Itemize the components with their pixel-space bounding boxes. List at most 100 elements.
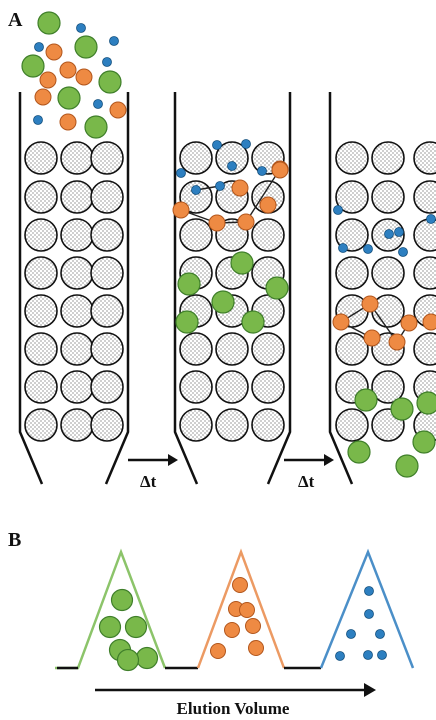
large-particle xyxy=(98,70,122,94)
small-particle xyxy=(227,161,237,171)
column-1-left-wall xyxy=(18,92,44,485)
large-particle xyxy=(74,35,98,59)
column-2-right-wall xyxy=(266,92,292,485)
small-particle xyxy=(394,227,404,237)
bead xyxy=(90,141,124,175)
bead xyxy=(90,218,124,252)
bead xyxy=(251,218,285,252)
bead xyxy=(90,256,124,290)
small-particle xyxy=(241,139,251,149)
bead xyxy=(335,332,369,366)
medium-particle xyxy=(232,577,248,593)
small-particle xyxy=(333,205,343,215)
time-step-2: Δt xyxy=(284,454,334,491)
elution-profile xyxy=(55,548,415,670)
elution-axis: Elution Volume xyxy=(95,683,376,718)
medium-particle xyxy=(332,313,350,331)
time-arrow-1-head xyxy=(168,454,178,466)
medium-particle xyxy=(109,101,127,119)
bead xyxy=(24,332,58,366)
small-particle xyxy=(335,651,345,661)
bead xyxy=(90,332,124,366)
large-particle xyxy=(110,588,134,612)
large-particle xyxy=(175,310,199,334)
large-particle xyxy=(347,440,371,464)
bead xyxy=(371,180,405,214)
large-particle xyxy=(98,615,122,639)
small-particle xyxy=(176,168,186,178)
medium-particle xyxy=(224,622,240,638)
bead xyxy=(413,218,436,252)
medium-particle xyxy=(245,618,261,634)
small-particle xyxy=(363,244,373,254)
bead xyxy=(60,370,94,404)
small-particle xyxy=(191,185,201,195)
bead xyxy=(215,408,249,442)
medium-particle xyxy=(239,602,255,618)
bead xyxy=(335,408,369,442)
bead xyxy=(179,408,213,442)
bead xyxy=(215,332,249,366)
bead xyxy=(371,141,405,175)
medium-particle xyxy=(422,313,436,331)
large-particle xyxy=(211,290,235,314)
small-particle xyxy=(33,115,43,125)
bead xyxy=(24,370,58,404)
time-arrow-2-head xyxy=(324,454,334,466)
bead xyxy=(24,294,58,328)
column-1-right-wall xyxy=(104,92,130,485)
bead xyxy=(60,332,94,366)
small-particle xyxy=(426,214,436,224)
small-particle xyxy=(76,23,86,33)
large-particle xyxy=(416,391,436,415)
medium-particle xyxy=(388,333,406,351)
bead xyxy=(413,141,436,175)
bead xyxy=(335,218,369,252)
small-particle xyxy=(338,243,348,253)
large-particle xyxy=(37,11,61,35)
medium-particle xyxy=(231,179,249,197)
bead xyxy=(90,294,124,328)
medium-particle xyxy=(361,295,379,313)
bead xyxy=(335,180,369,214)
small-particle xyxy=(375,629,385,639)
time-step-1: Δt xyxy=(128,454,178,491)
bead xyxy=(60,408,94,442)
large-particle xyxy=(354,388,378,412)
peak-particles xyxy=(98,577,387,672)
bead xyxy=(179,218,213,252)
elution-volume-label: Elution Volume xyxy=(177,699,290,718)
bead xyxy=(90,370,124,404)
bead xyxy=(24,141,58,175)
bead xyxy=(179,370,213,404)
bead xyxy=(251,332,285,366)
small-particle xyxy=(93,99,103,109)
time-step-2-label: Δt xyxy=(298,472,315,491)
peak-medium xyxy=(196,548,286,669)
medium-particle xyxy=(271,161,289,179)
large-particle xyxy=(124,615,148,639)
small-particle xyxy=(398,247,408,257)
bead xyxy=(335,141,369,175)
panel-b-label: B xyxy=(8,529,21,551)
medium-particle xyxy=(75,68,93,86)
bead xyxy=(179,332,213,366)
medium-particle xyxy=(59,61,77,79)
small-particle xyxy=(34,42,44,52)
small-particle xyxy=(215,181,225,191)
small-particle xyxy=(109,36,119,46)
small-particle xyxy=(384,229,394,239)
large-particle xyxy=(230,251,254,275)
large-particle xyxy=(57,86,81,110)
time-step-1-label: Δt xyxy=(140,472,157,491)
bead xyxy=(413,180,436,214)
bead xyxy=(179,141,213,175)
bead xyxy=(251,408,285,442)
bead xyxy=(24,218,58,252)
bead xyxy=(60,256,94,290)
bead xyxy=(215,370,249,404)
medium-particle xyxy=(39,71,57,89)
large-particle xyxy=(135,646,159,670)
small-particle xyxy=(377,650,387,660)
